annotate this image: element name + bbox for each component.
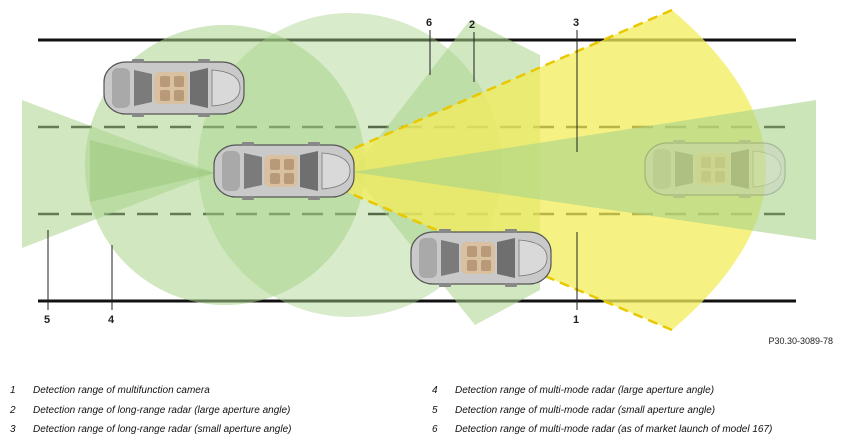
car-upper-lane bbox=[103, 58, 245, 118]
car-ego-vehicle bbox=[213, 141, 355, 201]
legend-item-6: 6 Detection range of multi-mode radar (a… bbox=[432, 424, 772, 444]
legend-item-2: 2 Detection range of long-range radar (l… bbox=[10, 405, 291, 425]
legend-number: 4 bbox=[432, 385, 438, 396]
callout-5: 5 bbox=[44, 314, 50, 326]
legend-text: Detection range of multifunction camera bbox=[33, 385, 210, 396]
legend-text: Detection range of long-range radar (lar… bbox=[33, 404, 291, 416]
callout-3: 3 bbox=[573, 17, 579, 29]
figure-reference-code: P30.30-3089-78 bbox=[768, 336, 833, 346]
legend-number: 6 bbox=[432, 424, 438, 435]
legend-text: Detection range of multi-mode radar (as … bbox=[455, 424, 773, 435]
legend-column-left: 1 Detection range of multifunction camer… bbox=[10, 385, 291, 444]
callout-4: 4 bbox=[108, 314, 115, 326]
legend-text: Detection range of multi-mode radar (sma… bbox=[455, 404, 716, 416]
legend-number: 5 bbox=[432, 404, 438, 416]
legend-text: Detection range of multi-mode radar (lar… bbox=[455, 385, 715, 396]
legend-number: 3 bbox=[10, 424, 16, 435]
legend-item-4: 4 Detection range of multi-mode radar (l… bbox=[432, 385, 772, 405]
car-lower-lane bbox=[410, 228, 552, 288]
car-ahead-faded bbox=[644, 139, 786, 199]
legend-text: Detection range of long-range radar (sma… bbox=[33, 424, 292, 435]
legend-item-3: 3 Detection range of long-range radar (s… bbox=[10, 424, 291, 444]
zone-5-multimode-radar-small bbox=[22, 100, 215, 248]
zone-5b-multimode-radar-rear bbox=[90, 140, 215, 202]
callout-2: 2 bbox=[469, 19, 475, 31]
detection-range-diagram: 1 2 3 4 5 6 bbox=[22, 8, 816, 332]
zone-3-long-range-radar-small bbox=[352, 100, 816, 240]
callout-1: 1 bbox=[573, 314, 579, 326]
legend-number: 2 bbox=[10, 404, 16, 416]
legend-item-1: 1 Detection range of multifunction camer… bbox=[10, 385, 291, 405]
legend-column-right: 4 Detection range of multi-mode radar (l… bbox=[432, 385, 772, 444]
callout-6: 6 bbox=[426, 17, 432, 29]
legend-number: 1 bbox=[10, 385, 16, 396]
legend-item-5: 5 Detection range of multi-mode radar (s… bbox=[432, 405, 772, 425]
